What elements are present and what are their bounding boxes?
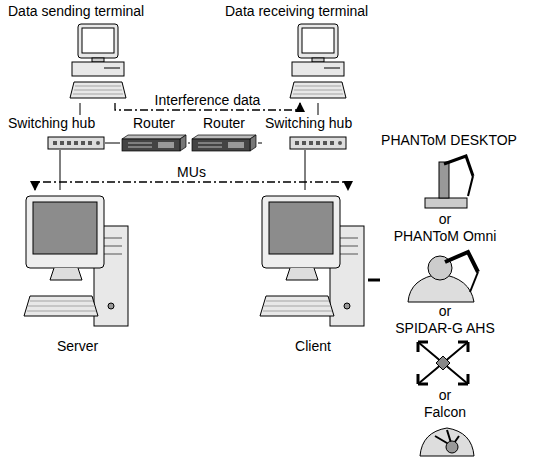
device-node: Router (120, 115, 188, 150)
device-node: Router (190, 115, 258, 150)
device-node: Switching hub (5, 115, 105, 150)
network-cable (188, 143, 190, 144)
terminal-icon (70, 24, 126, 98)
phantom-omni-icon (408, 252, 478, 302)
device-node: Falcon (400, 404, 490, 458)
router-icon (122, 135, 186, 151)
alternative-note: or (420, 211, 470, 228)
hub-icon (48, 137, 104, 149)
alternative-note: or (420, 387, 470, 404)
network-cable (305, 150, 306, 190)
device-node: PHANToM Omni (380, 228, 510, 304)
device-node: PHANToM DESKTOP (368, 132, 530, 212)
device-node: Data receiving terminal (222, 3, 417, 103)
device-label: Switching hub (5, 115, 98, 132)
device-node: Server (20, 190, 135, 355)
network-cable (80, 103, 81, 115)
network-cable (258, 143, 262, 144)
device-label: SPIDAR-G AHS (392, 320, 498, 337)
network-cable (318, 103, 319, 115)
device-label: Client (292, 338, 334, 355)
computer-icon (24, 196, 128, 326)
network-cable (105, 143, 120, 144)
alternative-note: or (420, 303, 470, 320)
device-label: PHANToM Omni (391, 228, 500, 245)
device-label: Data sending terminal (5, 3, 147, 20)
network-cable (368, 279, 380, 282)
hub-icon (290, 137, 346, 149)
device-label: PHANToM DESKTOP (378, 132, 520, 149)
flow-label: MUs (174, 164, 209, 180)
device-label: Data receiving terminal (222, 3, 371, 20)
spidar-icon (418, 342, 468, 384)
device-label: Falcon (421, 404, 469, 421)
device-label: Router (130, 115, 178, 132)
data-flow-arrow (35, 182, 348, 190)
flow-label: Interference data (152, 92, 264, 108)
terminal-icon (290, 24, 346, 98)
device-node: Switching hub (262, 115, 360, 150)
device-node: Data sending terminal (5, 3, 187, 103)
phantom-desktop-icon (425, 156, 473, 208)
device-label: Router (200, 115, 248, 132)
device-node: Client (258, 190, 368, 355)
router-icon (192, 135, 256, 151)
computer-icon (260, 196, 364, 326)
device-node: SPIDAR-G AHS (385, 320, 505, 388)
network-cable (60, 150, 61, 190)
falcon-icon (420, 428, 474, 456)
device-label: Server (54, 338, 101, 355)
device-label: Switching hub (262, 115, 355, 132)
